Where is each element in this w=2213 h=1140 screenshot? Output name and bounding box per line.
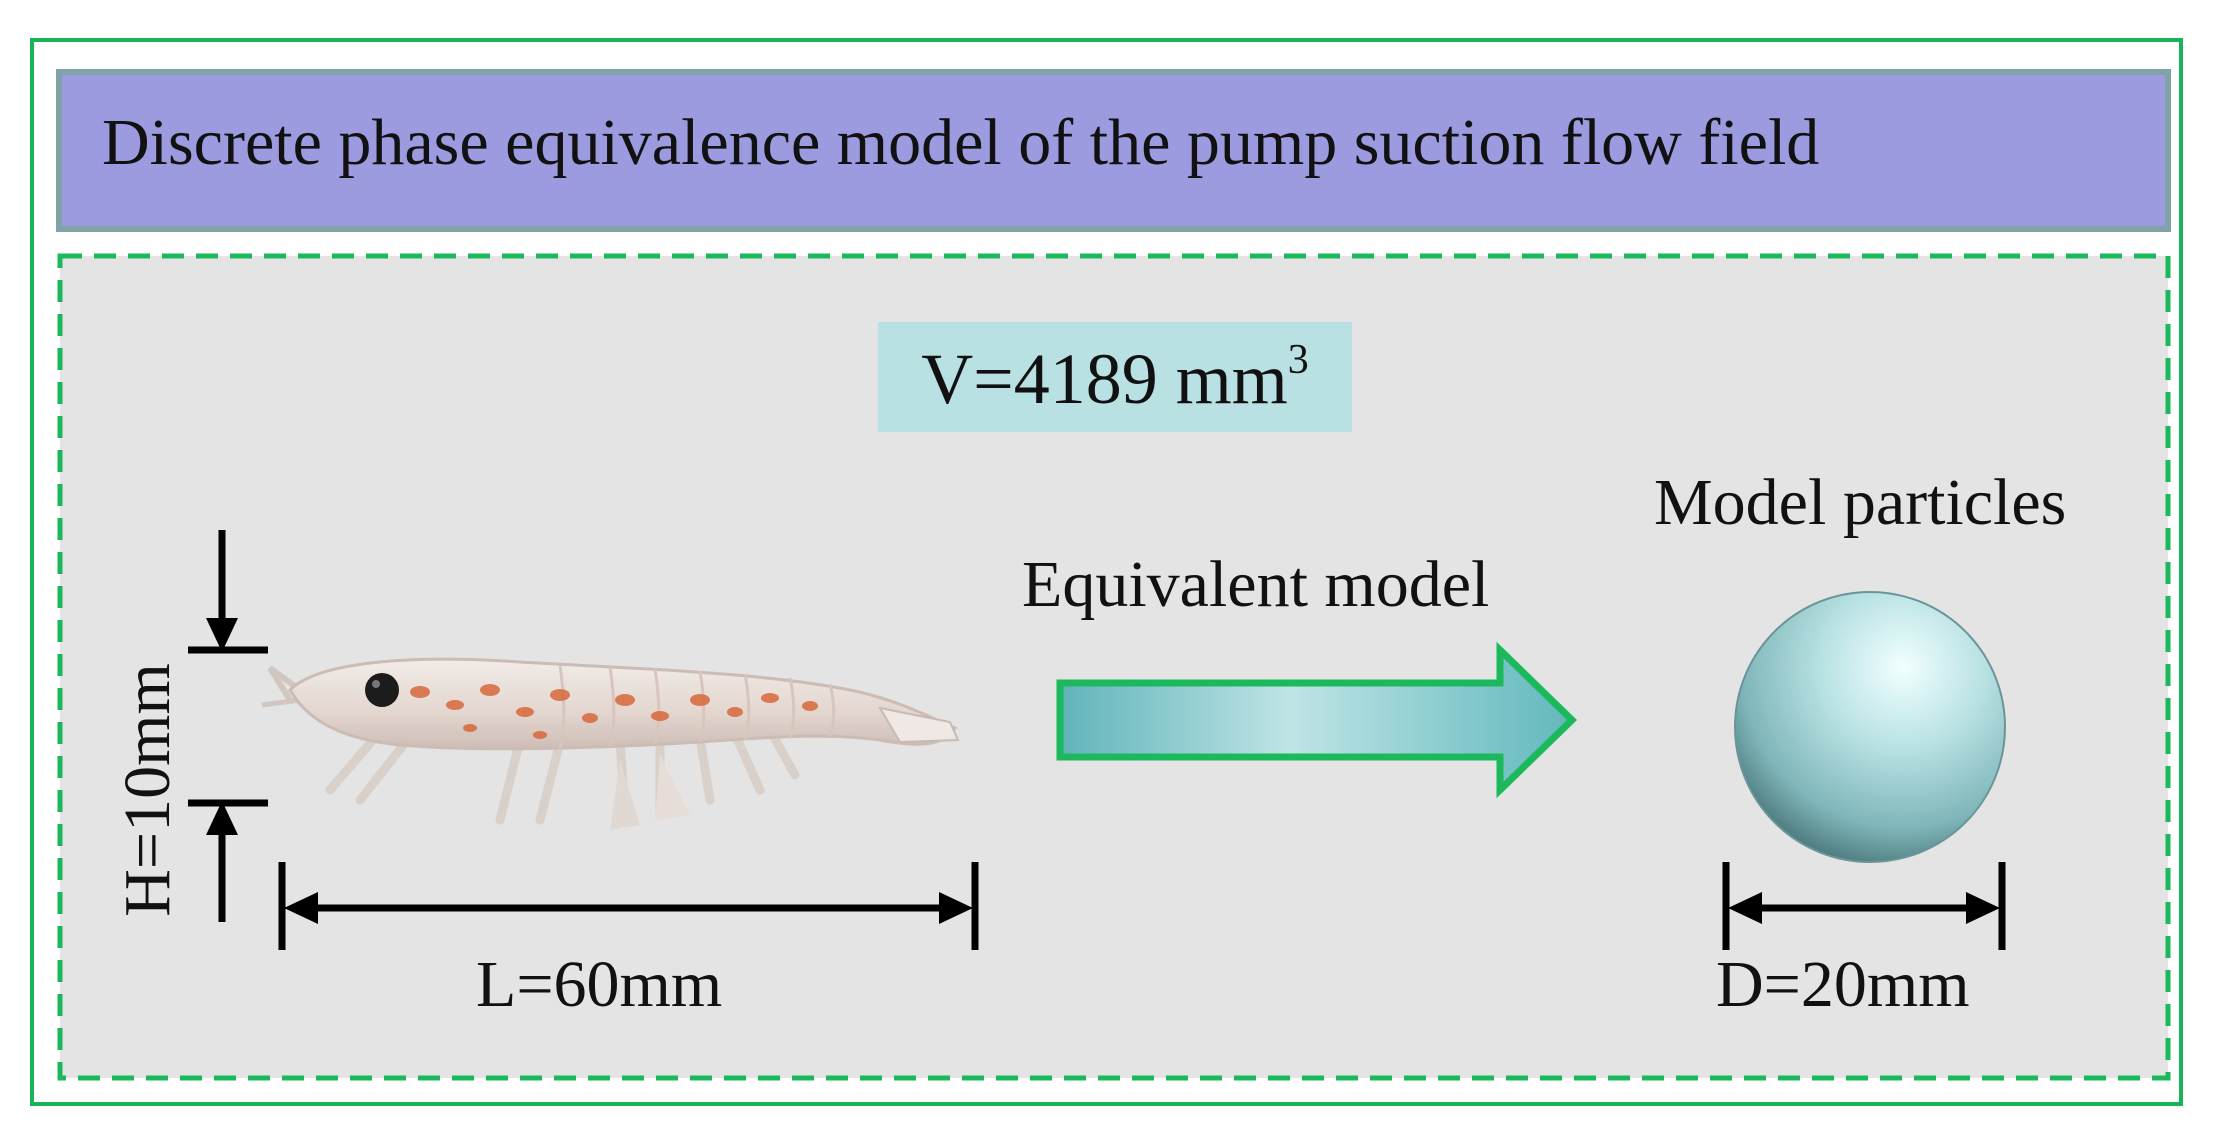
height-label: H=10mm [111, 663, 184, 917]
right-arrowhead-icon [939, 892, 973, 924]
diameter-dimension [1722, 862, 2006, 950]
volume-value: V=4189 mm [921, 339, 1288, 419]
volume-exponent: 3 [1287, 337, 1309, 383]
volume-label: V=4189 mm3 [921, 339, 1309, 415]
title-banner [56, 69, 2171, 232]
length-dimension [278, 862, 979, 950]
right-arrowhead-icon [1966, 892, 2000, 924]
length-label: L=60mm [476, 948, 723, 1021]
diameter-label: D=20mm [1716, 948, 1970, 1021]
diagram-title: Discrete phase equivalence model of the … [102, 106, 1820, 179]
model-particle-sphere-icon [1734, 591, 2006, 863]
outer-frame [30, 38, 2183, 1106]
height-dimension [188, 530, 268, 922]
up-arrowhead-icon [206, 801, 238, 835]
down-arrowhead-icon [206, 618, 238, 652]
krill-icon [261, 657, 960, 830]
model-particles-label: Model particles [1654, 466, 2067, 539]
left-arrowhead-icon [284, 892, 318, 924]
right-arrow-icon [1056, 641, 1578, 799]
volume-box: V=4189 mm3 [878, 322, 1352, 432]
equivalent-model-label: Equivalent model [1022, 548, 1490, 621]
left-arrowhead-icon [1728, 892, 1762, 924]
